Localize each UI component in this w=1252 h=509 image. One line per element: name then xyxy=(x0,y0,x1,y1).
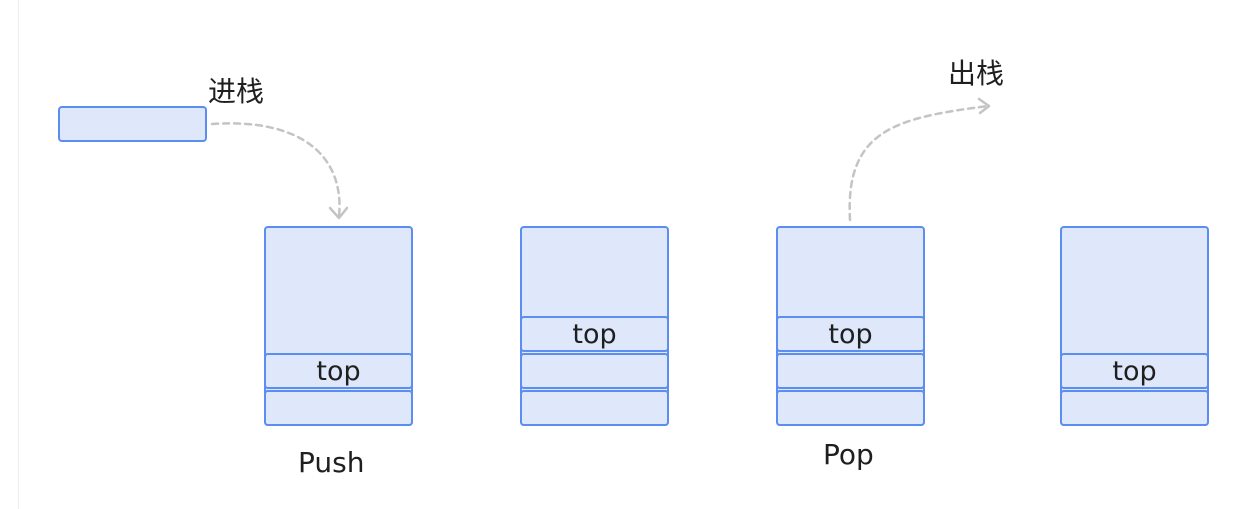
stack-1-top-cell: top xyxy=(264,353,413,389)
pop-arrow xyxy=(848,104,990,222)
push-arrow xyxy=(210,122,341,219)
push-arrowhead xyxy=(328,206,349,220)
push-caption: Push xyxy=(298,446,365,479)
incoming-element xyxy=(58,106,207,142)
stack-3-cell xyxy=(776,353,925,389)
stack-3-top-cell: top xyxy=(776,316,925,352)
stack-4-top-cell: top xyxy=(1060,353,1209,389)
left-edge-line xyxy=(18,0,19,509)
stack-4-cell xyxy=(1060,390,1209,426)
stack-1-cell xyxy=(264,390,413,426)
stack-3-cell xyxy=(776,390,925,426)
pop-arrowhead xyxy=(977,97,991,115)
stack-2-cell xyxy=(520,353,669,389)
stack-2-cell xyxy=(520,390,669,426)
pop-caption: Pop xyxy=(823,438,874,471)
stack-2-top-cell: top xyxy=(520,316,669,352)
pop-label: 出栈 xyxy=(948,57,1005,90)
push-label: 进栈 xyxy=(208,75,265,108)
